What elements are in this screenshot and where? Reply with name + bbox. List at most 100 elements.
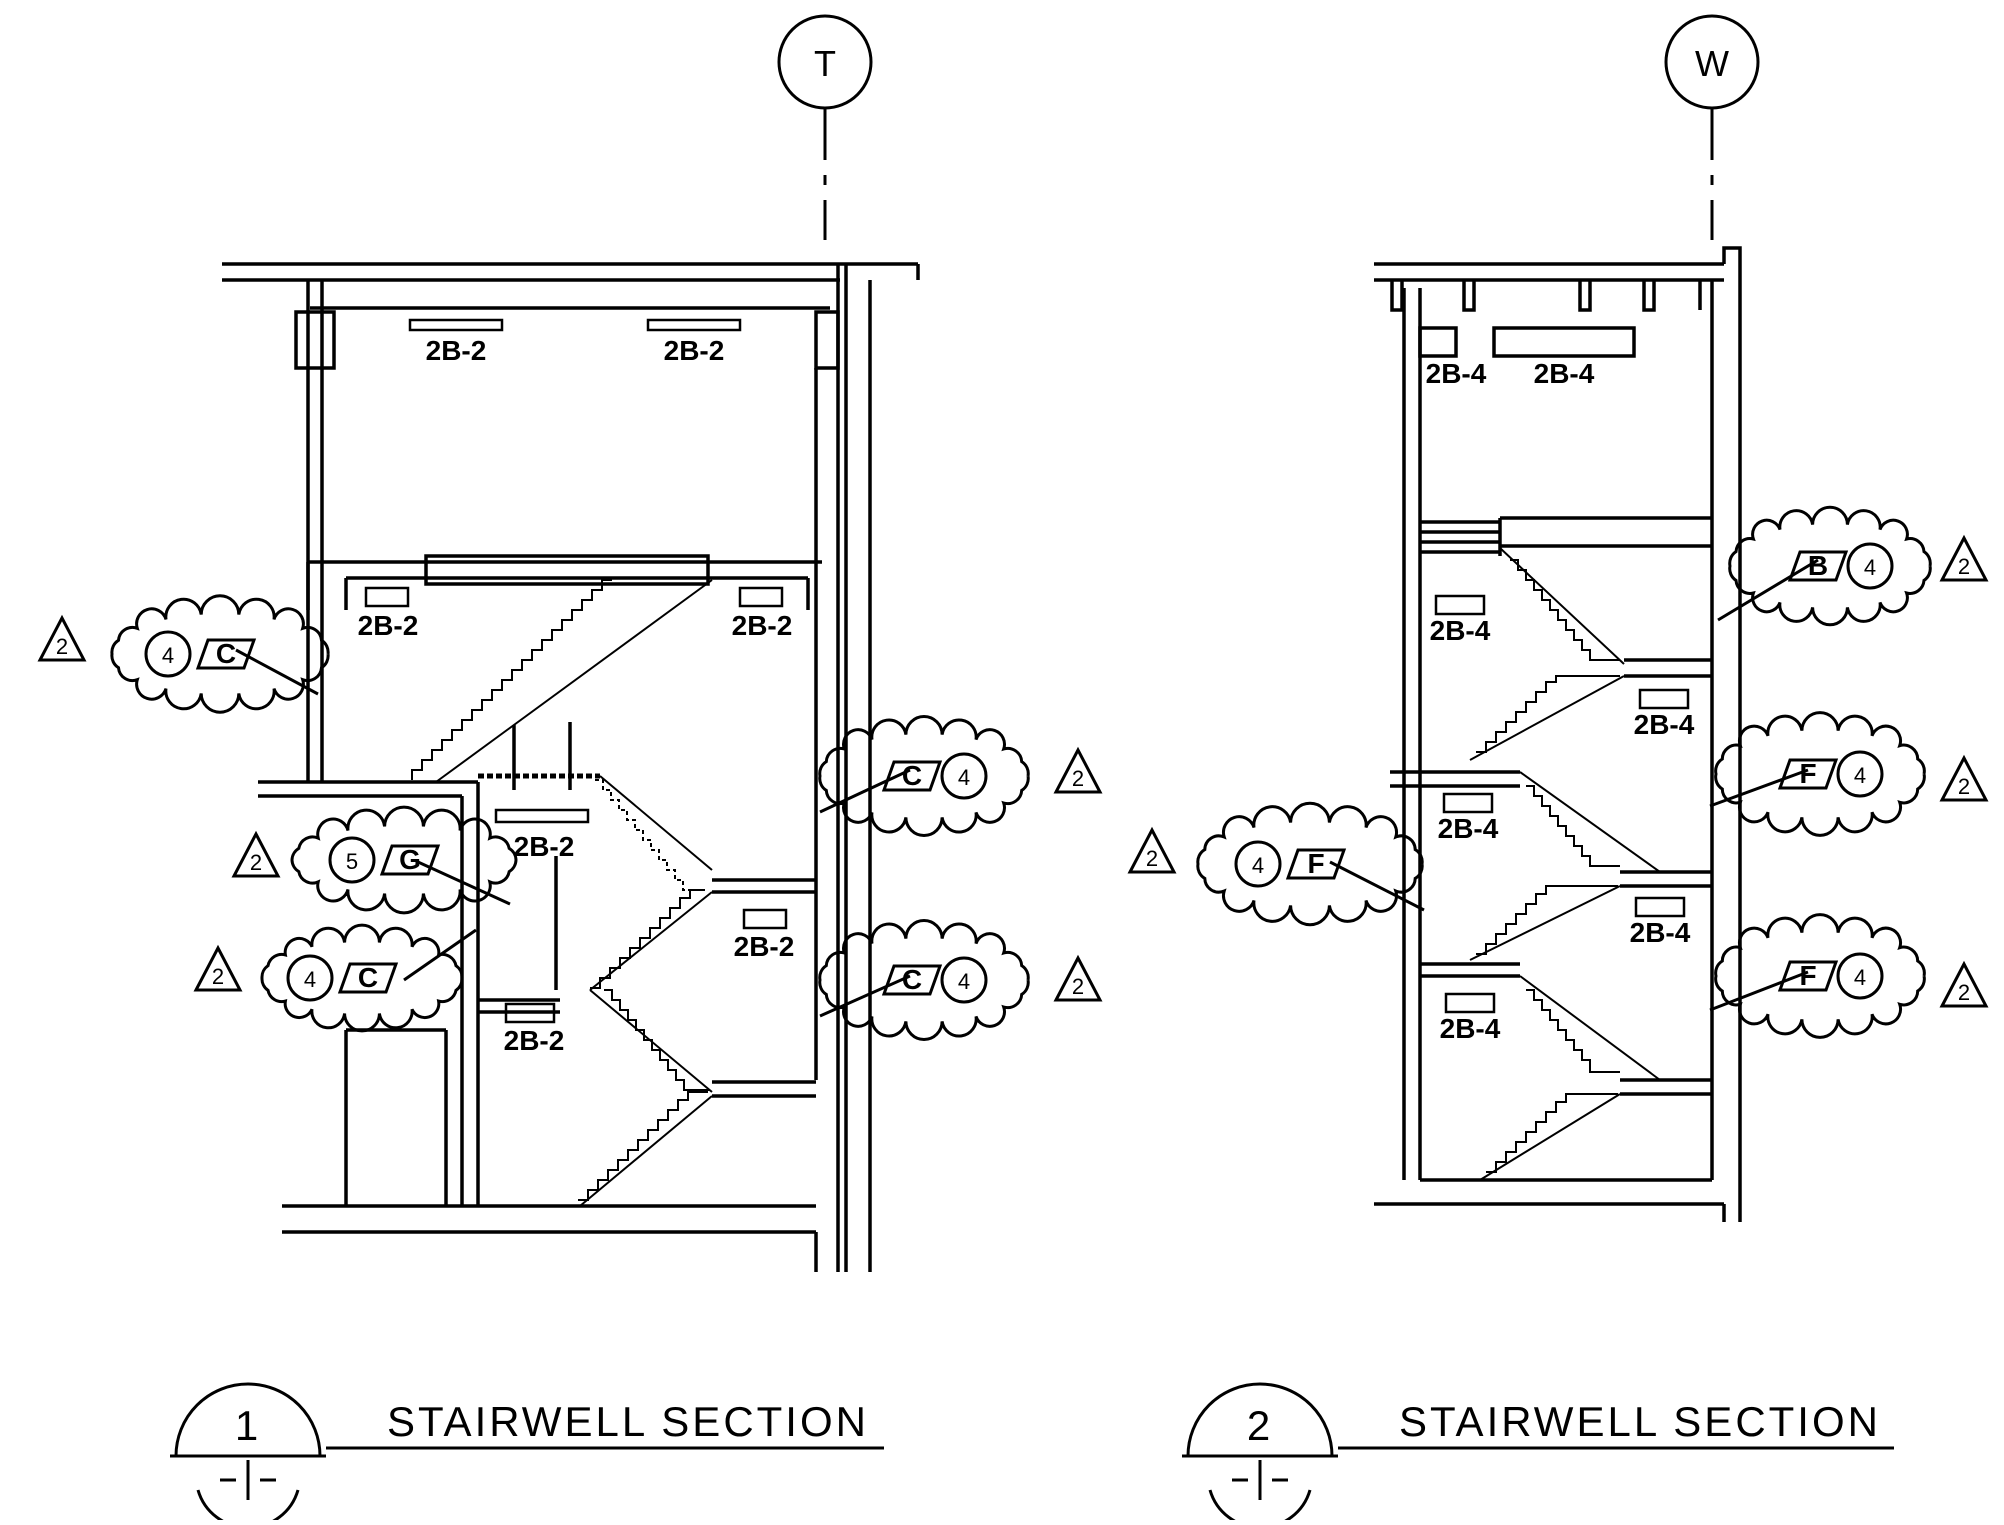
revision-number: 2 [1958,980,1970,1005]
detail-number: 4 [1854,763,1866,788]
section-1-number: 1 [235,1402,261,1449]
fixture-tag: 2B-4 [1634,709,1695,740]
revision-number: 2 [1072,974,1084,999]
fixture-tag: 2B-4 [1534,358,1595,389]
detail-letter: C [902,760,922,791]
leader-line [417,860,511,906]
detail-letter: F [1799,960,1816,991]
section-1-stairs [411,579,713,1207]
detail-letter-tag [1787,550,1849,582]
revision-cloud-callout: 4 F 2 [1709,711,1989,837]
revision-triangle [193,944,243,992]
section-1-structure [222,262,920,1272]
fixture-tag: 2B-4 [1430,615,1491,646]
revision-number: 2 [1958,554,1970,579]
fixture-tag: 2B-2 [664,335,725,366]
section-1-title-block [170,1382,884,1525]
detail-number: 4 [304,967,316,992]
leader-line [819,768,911,814]
detail-letter: G [399,844,421,875]
grid-label-w: W [1695,43,1729,84]
revision-cloud-callout: 4 C 2 [37,594,330,714]
detail-letter-tag [1285,848,1347,880]
revision-triangle [1053,954,1103,1002]
detail-circle [1836,952,1884,1000]
detail-circle [286,954,334,1002]
section-2-title: STAIRWELL SECTION [1399,1398,1881,1445]
revision-number: 2 [250,850,262,875]
revision-cloud-callout: 4 C 2 [818,919,1103,1041]
revision-number: 2 [212,964,224,989]
revision-number: 2 [1958,774,1970,799]
leader-line [1329,860,1425,912]
revision-cloud-callout: 5 G 2 [231,805,518,915]
fixture-tag: 2B-2 [426,335,487,366]
revision-triangle [1939,960,1989,1008]
detail-letter: C [216,638,236,669]
revision-cloud-callout: 4 F 2 [1709,913,1989,1039]
section-2-fixtures [1434,594,1690,1014]
grid-bubble-t [777,14,873,240]
detail-circle [144,630,192,678]
leader-line [403,928,477,982]
section-2-stairs [1469,547,1661,1181]
revision-number: 2 [56,634,68,659]
leader-line [235,648,319,696]
detail-letter-tag [379,844,441,876]
section-2-title-block [1182,1382,1894,1525]
fixture-tag: 2B-2 [732,610,793,641]
detail-number: 4 [1252,853,1264,878]
section-2-fixture-tags: 2B-4 2B-4 2B-4 2B-4 2B-4 2B-4 2B-4 [1426,358,1695,1044]
detail-letter-tag [195,638,257,670]
fixture-tag: 2B-4 [1630,917,1691,948]
detail-letter-tag [881,760,943,792]
revision-triangle [1939,534,1989,582]
detail-number: 4 [958,969,970,994]
detail-letter: C [358,962,378,993]
revision-triangle [231,830,281,878]
revision-triangle [1127,826,1177,874]
revision-triangle [1939,754,1989,802]
detail-number: 4 [162,643,174,668]
leader-line [819,974,911,1018]
grid-label-t: T [814,43,836,84]
revision-cloud-callout: 4 C 2 [193,923,477,1033]
detail-letter: B [1808,550,1828,581]
detail-letter-tag [881,964,943,996]
detail-letter: C [902,964,922,995]
detail-letter-tag [337,962,399,994]
section-2-number: 2 [1247,1402,1273,1449]
detail-circle [1234,840,1282,888]
detail-letter-tag [1777,960,1839,992]
leader-line [1709,970,1809,1012]
detail-number: 4 [1854,965,1866,990]
revision-cloud-callout: 4 F 2 [1127,801,1425,927]
detail-circle [940,956,988,1004]
fixture-tag: 2B-4 [1426,358,1487,389]
detail-letter: F [1799,758,1816,789]
fixture-tag: 2B-2 [734,931,795,962]
leader-line [1709,768,1809,808]
revision-number: 2 [1072,766,1084,791]
grid-bubble-w [1664,14,1760,240]
fixture-tag: 2B-4 [1438,813,1499,844]
section-1-fixture-tags: 2B-2 2B-2 2B-2 2B-2 2B-2 2B-2 2B-2 [358,335,795,1056]
detail-circle [1836,750,1884,798]
section-1-title: STAIRWELL SECTION [387,1398,869,1445]
fixture-tag: 2B-2 [358,610,419,641]
section-1-fixtures [364,318,788,1024]
detail-number: 5 [346,849,358,874]
detail-circle [328,836,376,884]
fixture-tag: 2B-4 [1440,1013,1501,1044]
revision-number: 2 [1146,846,1158,871]
detail-letter: F [1307,848,1324,879]
fixture-tag: 2B-2 [504,1025,565,1056]
section-2-structure [1374,246,1742,1222]
fixture-tag: 2B-2 [514,831,575,862]
detail-circle [940,752,988,800]
